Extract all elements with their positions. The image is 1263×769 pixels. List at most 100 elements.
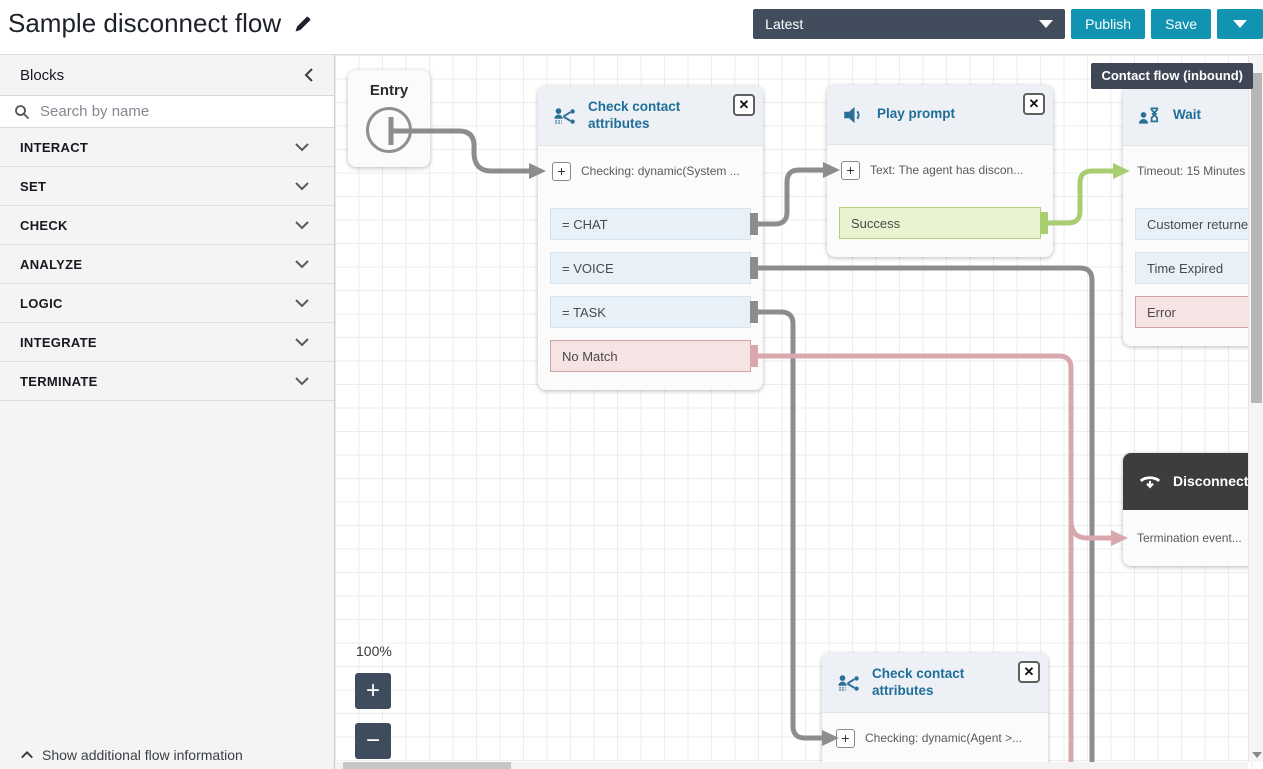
- version-dropdown-value: Latest: [765, 16, 804, 32]
- flow-title-area: Sample disconnect flow: [8, 8, 313, 39]
- zoom-level-label: 100%: [356, 643, 392, 659]
- close-icon[interactable]: ✕: [1018, 661, 1040, 683]
- top-bar: Sample disconnect flow Latest Publish Sa…: [0, 0, 1263, 55]
- block-header: Check contact attributes: [538, 86, 763, 146]
- close-icon[interactable]: ✕: [733, 94, 755, 116]
- entry-block-title: Entry: [369, 82, 409, 99]
- disconnect-block[interactable]: Disconnect Termination event...: [1123, 453, 1263, 566]
- wire-success-to-wait: [1047, 163, 1130, 226]
- block-title: Play prompt: [877, 106, 956, 122]
- edit-pencil-icon[interactable]: [293, 14, 313, 34]
- chevron-down-icon: [295, 143, 309, 152]
- blocks-sidebar: Blocks INTERACT SET CHECK: [0, 55, 335, 769]
- chevron-down-icon: [295, 221, 309, 230]
- check-contact-attributes-block-1[interactable]: Check contact attributes ✕ + Checking: d…: [538, 86, 763, 390]
- wait-icon: [1138, 107, 1159, 124]
- output-port-voice[interactable]: = VOICE: [550, 252, 758, 284]
- main-area: Blocks INTERACT SET CHECK: [0, 55, 1263, 769]
- horizontal-scrollbar[interactable]: [335, 762, 1248, 769]
- flow-canvas[interactable]: Contact flow (inbound) Entry Check conta…: [335, 55, 1263, 769]
- play-prompt-block[interactable]: Play prompt ✕ + Text: The agent has disc…: [827, 85, 1053, 257]
- speaker-icon: [844, 106, 860, 123]
- horizontal-scrollbar-thumb[interactable]: [343, 762, 511, 769]
- expand-parameter-button[interactable]: +: [836, 728, 855, 748]
- chevron-down-icon: [1039, 20, 1054, 28]
- parameter-text: Timeout: 15 Minutes: [1137, 164, 1246, 178]
- collapse-sidebar-icon[interactable]: [302, 67, 316, 83]
- entry-point-icon: [366, 107, 412, 153]
- output-port-customer-returned[interactable]: Customer returned: [1135, 208, 1263, 240]
- sidebar-search: [0, 95, 334, 128]
- block-title: Check contact attributes: [588, 98, 681, 131]
- parameter-text: Termination event...: [1137, 531, 1242, 545]
- vertical-scrollbar-thumb[interactable]: [1251, 73, 1262, 403]
- block-parameter: + Checking: dynamic(System ...: [538, 146, 763, 196]
- output-port-success[interactable]: Success: [839, 207, 1048, 239]
- category-analyze[interactable]: ANALYZE: [0, 245, 334, 284]
- output-port-time-expired[interactable]: Time Expired: [1135, 252, 1263, 284]
- save-options-button[interactable]: [1217, 9, 1263, 39]
- disconnect-phone-icon: [1139, 475, 1161, 488]
- block-header: Disconnect: [1123, 453, 1263, 510]
- parameter-text: Text: The agent has discon...: [870, 163, 1024, 177]
- wait-block[interactable]: Wait Timeout: 15 Minutes Customer return…: [1123, 86, 1263, 346]
- category-terminate[interactable]: TERMINATE: [0, 362, 334, 401]
- block-parameter: Termination event...: [1123, 510, 1263, 566]
- show-flow-info-toggle[interactable]: Show additional flow information: [20, 747, 243, 763]
- search-icon: [15, 104, 30, 119]
- block-category-list: INTERACT SET CHECK ANALYZE LOGIC INTEGRA…: [0, 128, 334, 401]
- sidebar-title: Blocks: [20, 66, 65, 84]
- save-button[interactable]: Save: [1151, 9, 1211, 39]
- parameter-text: Checking: dynamic(Agent >...: [865, 731, 1023, 745]
- parameter-text: Checking: dynamic(System ...: [581, 164, 740, 178]
- category-integrate[interactable]: INTEGRATE: [0, 323, 334, 362]
- wire-task-to-cca2: [757, 309, 839, 746]
- wire-chat-to-play-prompt: [757, 162, 840, 227]
- zoom-in-button[interactable]: +: [355, 673, 391, 709]
- category-check[interactable]: CHECK: [0, 206, 334, 245]
- output-port-error[interactable]: Error: [1135, 296, 1263, 328]
- block-title: Disconnect: [1173, 472, 1249, 489]
- block-padding: [1123, 328, 1263, 346]
- scroll-down-arrow-icon[interactable]: [1252, 752, 1262, 758]
- close-icon[interactable]: ✕: [1023, 93, 1045, 115]
- category-interact[interactable]: INTERACT: [0, 128, 334, 167]
- chevron-down-icon: [295, 182, 309, 191]
- chevron-down-icon: [295, 377, 309, 386]
- block-padding: [827, 239, 1053, 257]
- check-contact-attributes-icon: [554, 107, 575, 124]
- block-padding: [538, 372, 763, 390]
- check-contact-attributes-block-2[interactable]: Check contact attributes ✕ + Checking: d…: [822, 653, 1048, 769]
- category-set[interactable]: SET: [0, 167, 334, 206]
- chevron-down-icon: [295, 260, 309, 269]
- topbar-actions: Latest Publish Save: [753, 9, 1263, 39]
- category-logic[interactable]: LOGIC: [0, 284, 334, 323]
- zoom-out-button[interactable]: −: [355, 723, 391, 759]
- version-dropdown[interactable]: Latest: [753, 9, 1066, 39]
- block-header: Play prompt: [827, 85, 1053, 145]
- block-title: Wait: [1173, 107, 1201, 123]
- expand-parameter-button[interactable]: +: [552, 161, 571, 181]
- flow-type-badge: Contact flow (inbound): [1091, 63, 1253, 89]
- output-port-chat[interactable]: = CHAT: [550, 208, 758, 240]
- output-port-no-match[interactable]: No Match: [550, 340, 758, 372]
- block-title: Check contact attributes: [872, 665, 965, 698]
- search-input[interactable]: [40, 103, 320, 120]
- chevron-up-icon: [21, 751, 33, 759]
- block-header: Check contact attributes: [822, 653, 1048, 713]
- page-title: Sample disconnect flow: [8, 8, 282, 38]
- sidebar-header: Blocks: [0, 55, 334, 95]
- chevron-down-icon: [1233, 20, 1247, 28]
- output-port-task[interactable]: = TASK: [550, 296, 758, 328]
- publish-button[interactable]: Publish: [1071, 9, 1146, 39]
- check-contact-attributes-icon: [838, 674, 859, 691]
- chevron-down-icon: [295, 299, 309, 308]
- vertical-scrollbar[interactable]: [1248, 55, 1263, 762]
- chevron-down-icon: [295, 338, 309, 347]
- block-parameter: + Checking: dynamic(Agent >...: [822, 713, 1048, 763]
- entry-block[interactable]: Entry: [348, 70, 430, 167]
- block-parameter: + Text: The agent has discon...: [827, 145, 1053, 195]
- block-parameter: Timeout: 15 Minutes: [1123, 146, 1263, 196]
- expand-parameter-button[interactable]: +: [841, 160, 860, 180]
- wire-nomatch-to-disconnect: [1068, 519, 1128, 546]
